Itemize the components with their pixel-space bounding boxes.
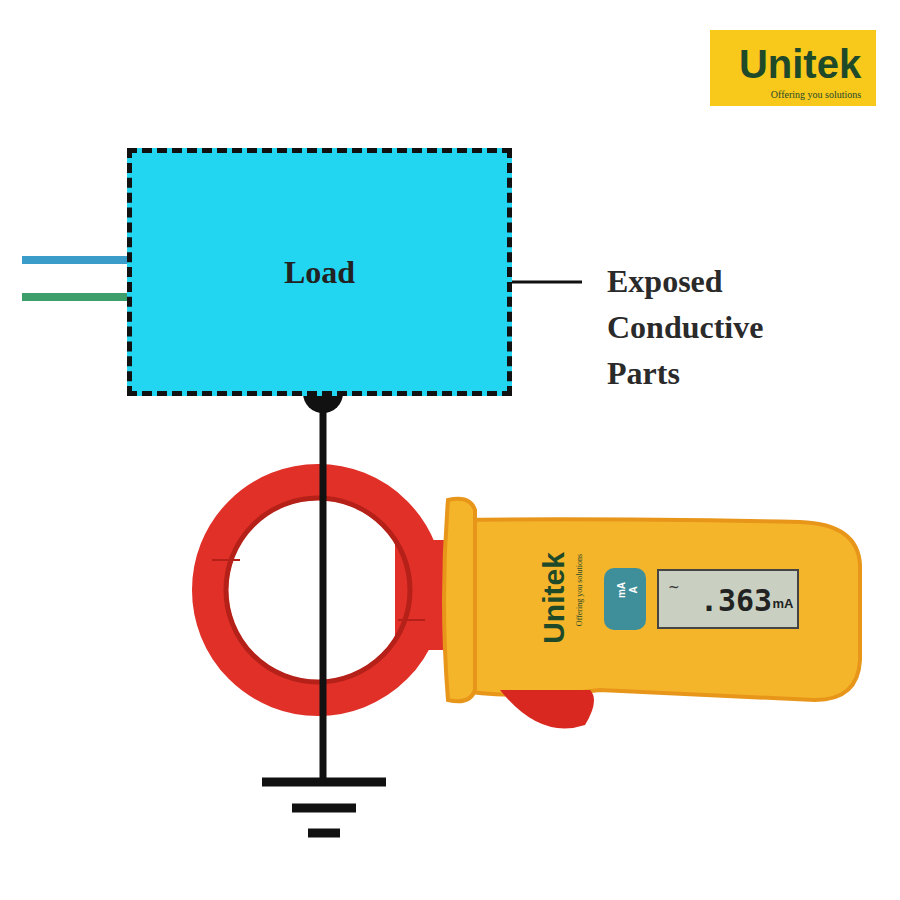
meter-trigger (500, 690, 594, 728)
meter-brand: Unitek (537, 552, 571, 644)
meter-body (455, 519, 860, 700)
reading-value: .363 (700, 583, 772, 618)
mode-button (604, 568, 646, 630)
button-label: mA (616, 582, 627, 598)
earth-conductor (320, 393, 327, 782)
svg-text:~: ~ (668, 579, 680, 595)
ground-symbol (262, 778, 386, 787)
ground-symbol (292, 804, 356, 813)
jaw-seam (212, 559, 240, 561)
button-label: A (628, 586, 639, 593)
logo-tagline: Offering you solutions (771, 89, 861, 100)
node-label: Load (284, 254, 355, 291)
clamp-jaw-inner (226, 498, 410, 682)
logo-text: Unitek (739, 42, 861, 87)
load-box: Load (127, 148, 512, 396)
meter-tagline: Offering you solutions (575, 554, 584, 626)
ground-symbol (308, 829, 340, 838)
jaw-seam (398, 619, 425, 621)
reading-unit: mA (773, 596, 794, 611)
callout-label: Exposed Conductive Parts (607, 258, 837, 396)
lcd-display (658, 570, 798, 628)
logo-background (710, 30, 876, 106)
clamp-jaw (210, 482, 426, 698)
meter-collar (444, 499, 475, 702)
